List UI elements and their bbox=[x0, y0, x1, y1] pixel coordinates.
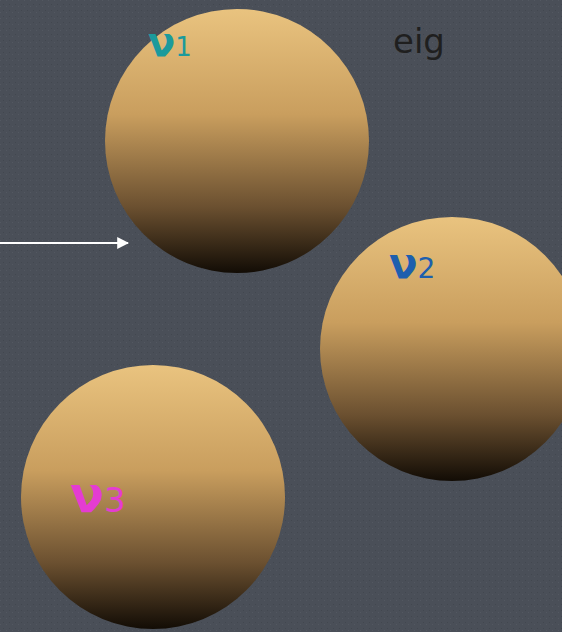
neutrino-label: ν2 bbox=[389, 243, 435, 285]
eigenstate-sphere: ν3 bbox=[20, 364, 286, 630]
sphere-circle bbox=[21, 365, 285, 629]
pointer-arrow bbox=[0, 242, 128, 244]
heading-fragment: eig bbox=[393, 24, 445, 58]
neutrino-label: ν3 bbox=[70, 470, 126, 520]
sphere-shape bbox=[319, 216, 562, 482]
symbol: ν bbox=[148, 19, 175, 65]
subscript: 1 bbox=[175, 32, 192, 62]
subscript: 3 bbox=[104, 480, 126, 520]
sphere-circle bbox=[320, 217, 562, 481]
subscript: 2 bbox=[418, 252, 436, 285]
eigenstate-sphere: ν2 bbox=[319, 216, 562, 482]
sphere-circle bbox=[105, 9, 369, 273]
sphere-shape bbox=[104, 8, 370, 274]
neutrino-label: ν1 bbox=[148, 22, 192, 62]
symbol: ν bbox=[70, 466, 104, 524]
sphere-shape bbox=[20, 364, 286, 630]
symbol: ν bbox=[389, 239, 418, 288]
eigenstate-sphere: ν1 bbox=[104, 8, 370, 274]
